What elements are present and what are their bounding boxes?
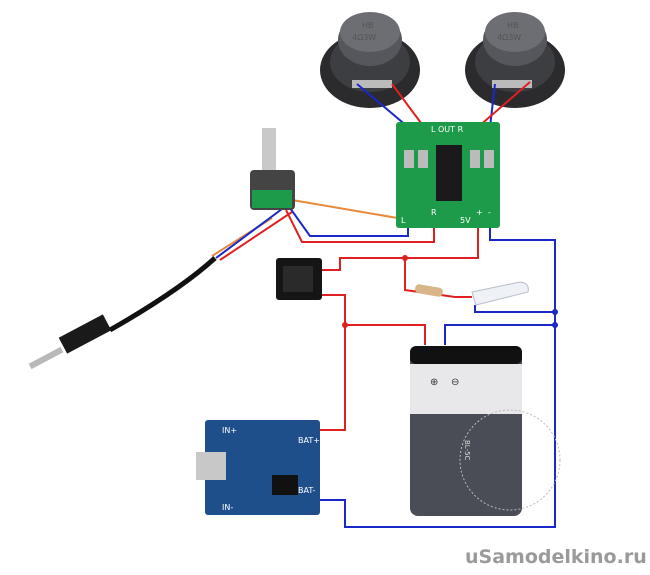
battery-plus: ⊕	[430, 377, 438, 388]
speaker-brand: HB	[362, 21, 374, 30]
bat-plus-label: BAT+	[298, 436, 320, 445]
battery: ⊕ ⊖ BL-5C	[410, 346, 561, 516]
speaker-brand: HB	[507, 21, 519, 30]
power-label: 5V	[460, 216, 471, 225]
bat-minus-label: BAT-	[298, 486, 315, 495]
in-left-label: L	[401, 216, 406, 225]
speaker-rating: 4Ω3W	[352, 33, 376, 42]
charger-board: IN+ IN- BAT+ BAT-	[196, 420, 320, 515]
in-right-label: R	[431, 208, 437, 217]
battery-minus: ⊖	[451, 377, 459, 388]
potentiometer	[250, 128, 295, 210]
speaker-rating: 4Ω3W	[497, 33, 521, 42]
power-switch[interactable]	[276, 258, 322, 300]
battery-model: BL-5C	[463, 440, 471, 461]
speaker-right: HB 4Ω3W	[465, 12, 565, 108]
amplifier-board: L OUT R L R 5V + -	[396, 122, 500, 228]
wires	[211, 81, 558, 528]
minus-label: -	[488, 208, 491, 217]
in-plus-label: IN+	[222, 426, 237, 435]
audio-jack	[28, 256, 217, 370]
watermark: uSamodelkino.ru	[465, 546, 647, 568]
speaker-left: HB 4Ω3W	[320, 12, 420, 108]
in-minus-label: IN-	[222, 503, 233, 512]
resistor	[414, 284, 443, 297]
plus-label: +	[476, 208, 483, 217]
out-label: L OUT R	[431, 125, 464, 134]
led	[471, 281, 529, 306]
